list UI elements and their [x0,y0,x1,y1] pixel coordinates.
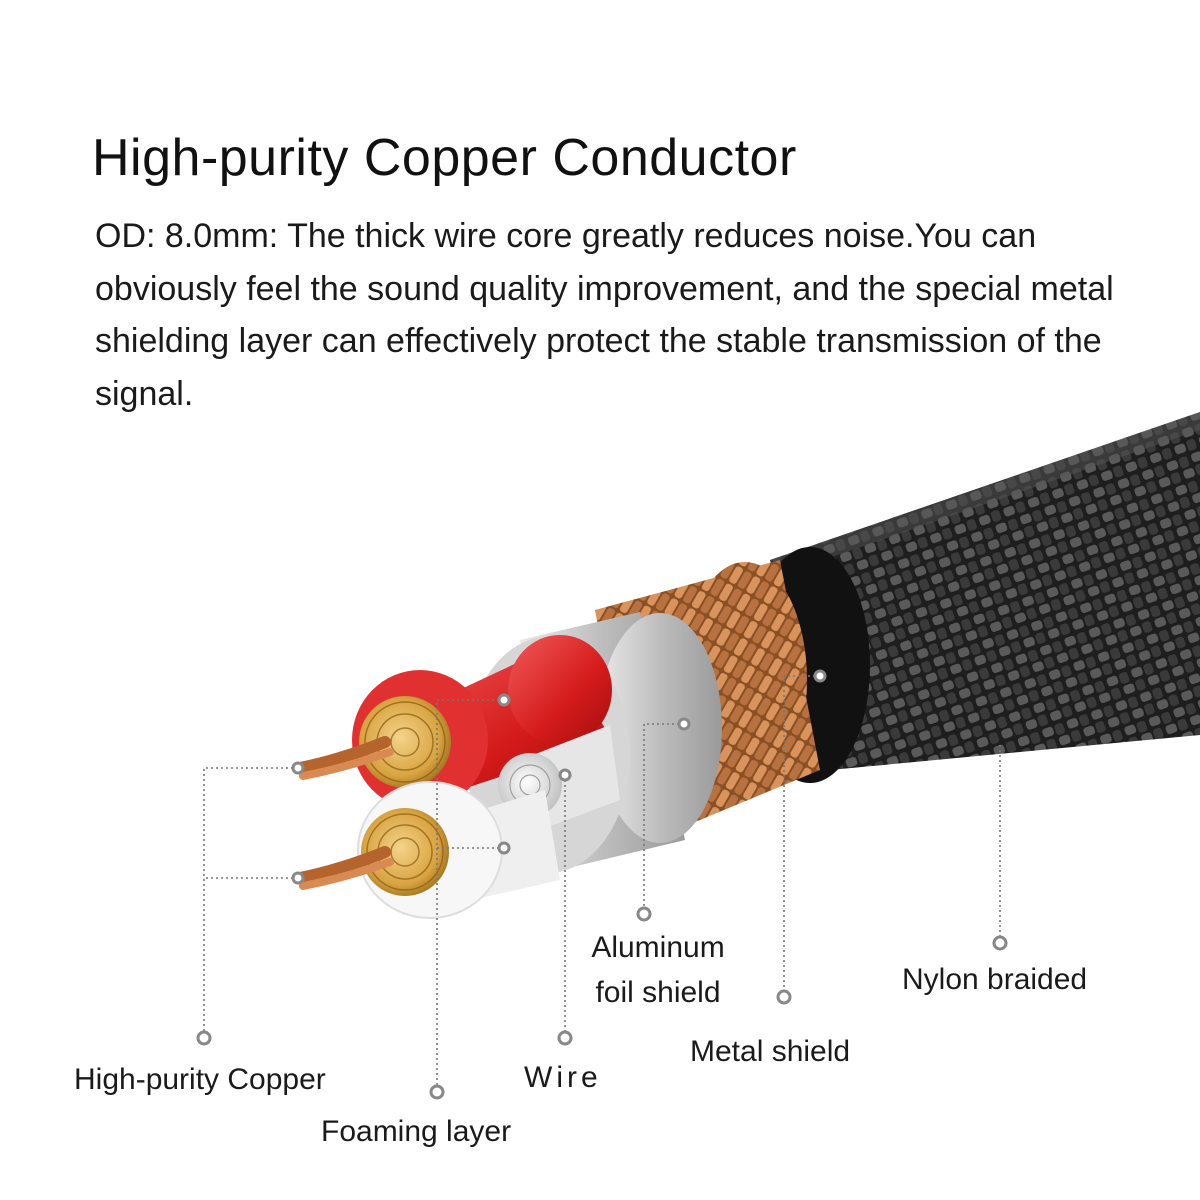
leader-dots [196,669,1008,1100]
label-high-purity-copper: High-purity Copper [74,1063,326,1096]
label-aluminum-line2: foil shield [595,976,721,1009]
white-conductor [357,781,560,919]
leader-lines [203,675,1001,1090]
label-foaming-layer: Foaming layer [321,1115,512,1148]
label-nylon-braided: Nylon braided [902,963,1088,996]
nylon-braid-jacket [770,412,1200,770]
label-aluminum-line1: Aluminum [591,931,725,964]
label-aluminum-foil-shield: Aluminum foil shield [580,930,736,1011]
copper-strands-top [294,736,394,780]
description-text: OD: 8.0mm: The thick wire core greatly r… [95,217,1114,413]
copper-strands-bottom [294,846,394,890]
page-title: High-purity Copper Conductor [92,129,797,187]
label-wire: Wire [524,1061,602,1094]
label-metal-shield: Metal shield [690,1035,851,1068]
